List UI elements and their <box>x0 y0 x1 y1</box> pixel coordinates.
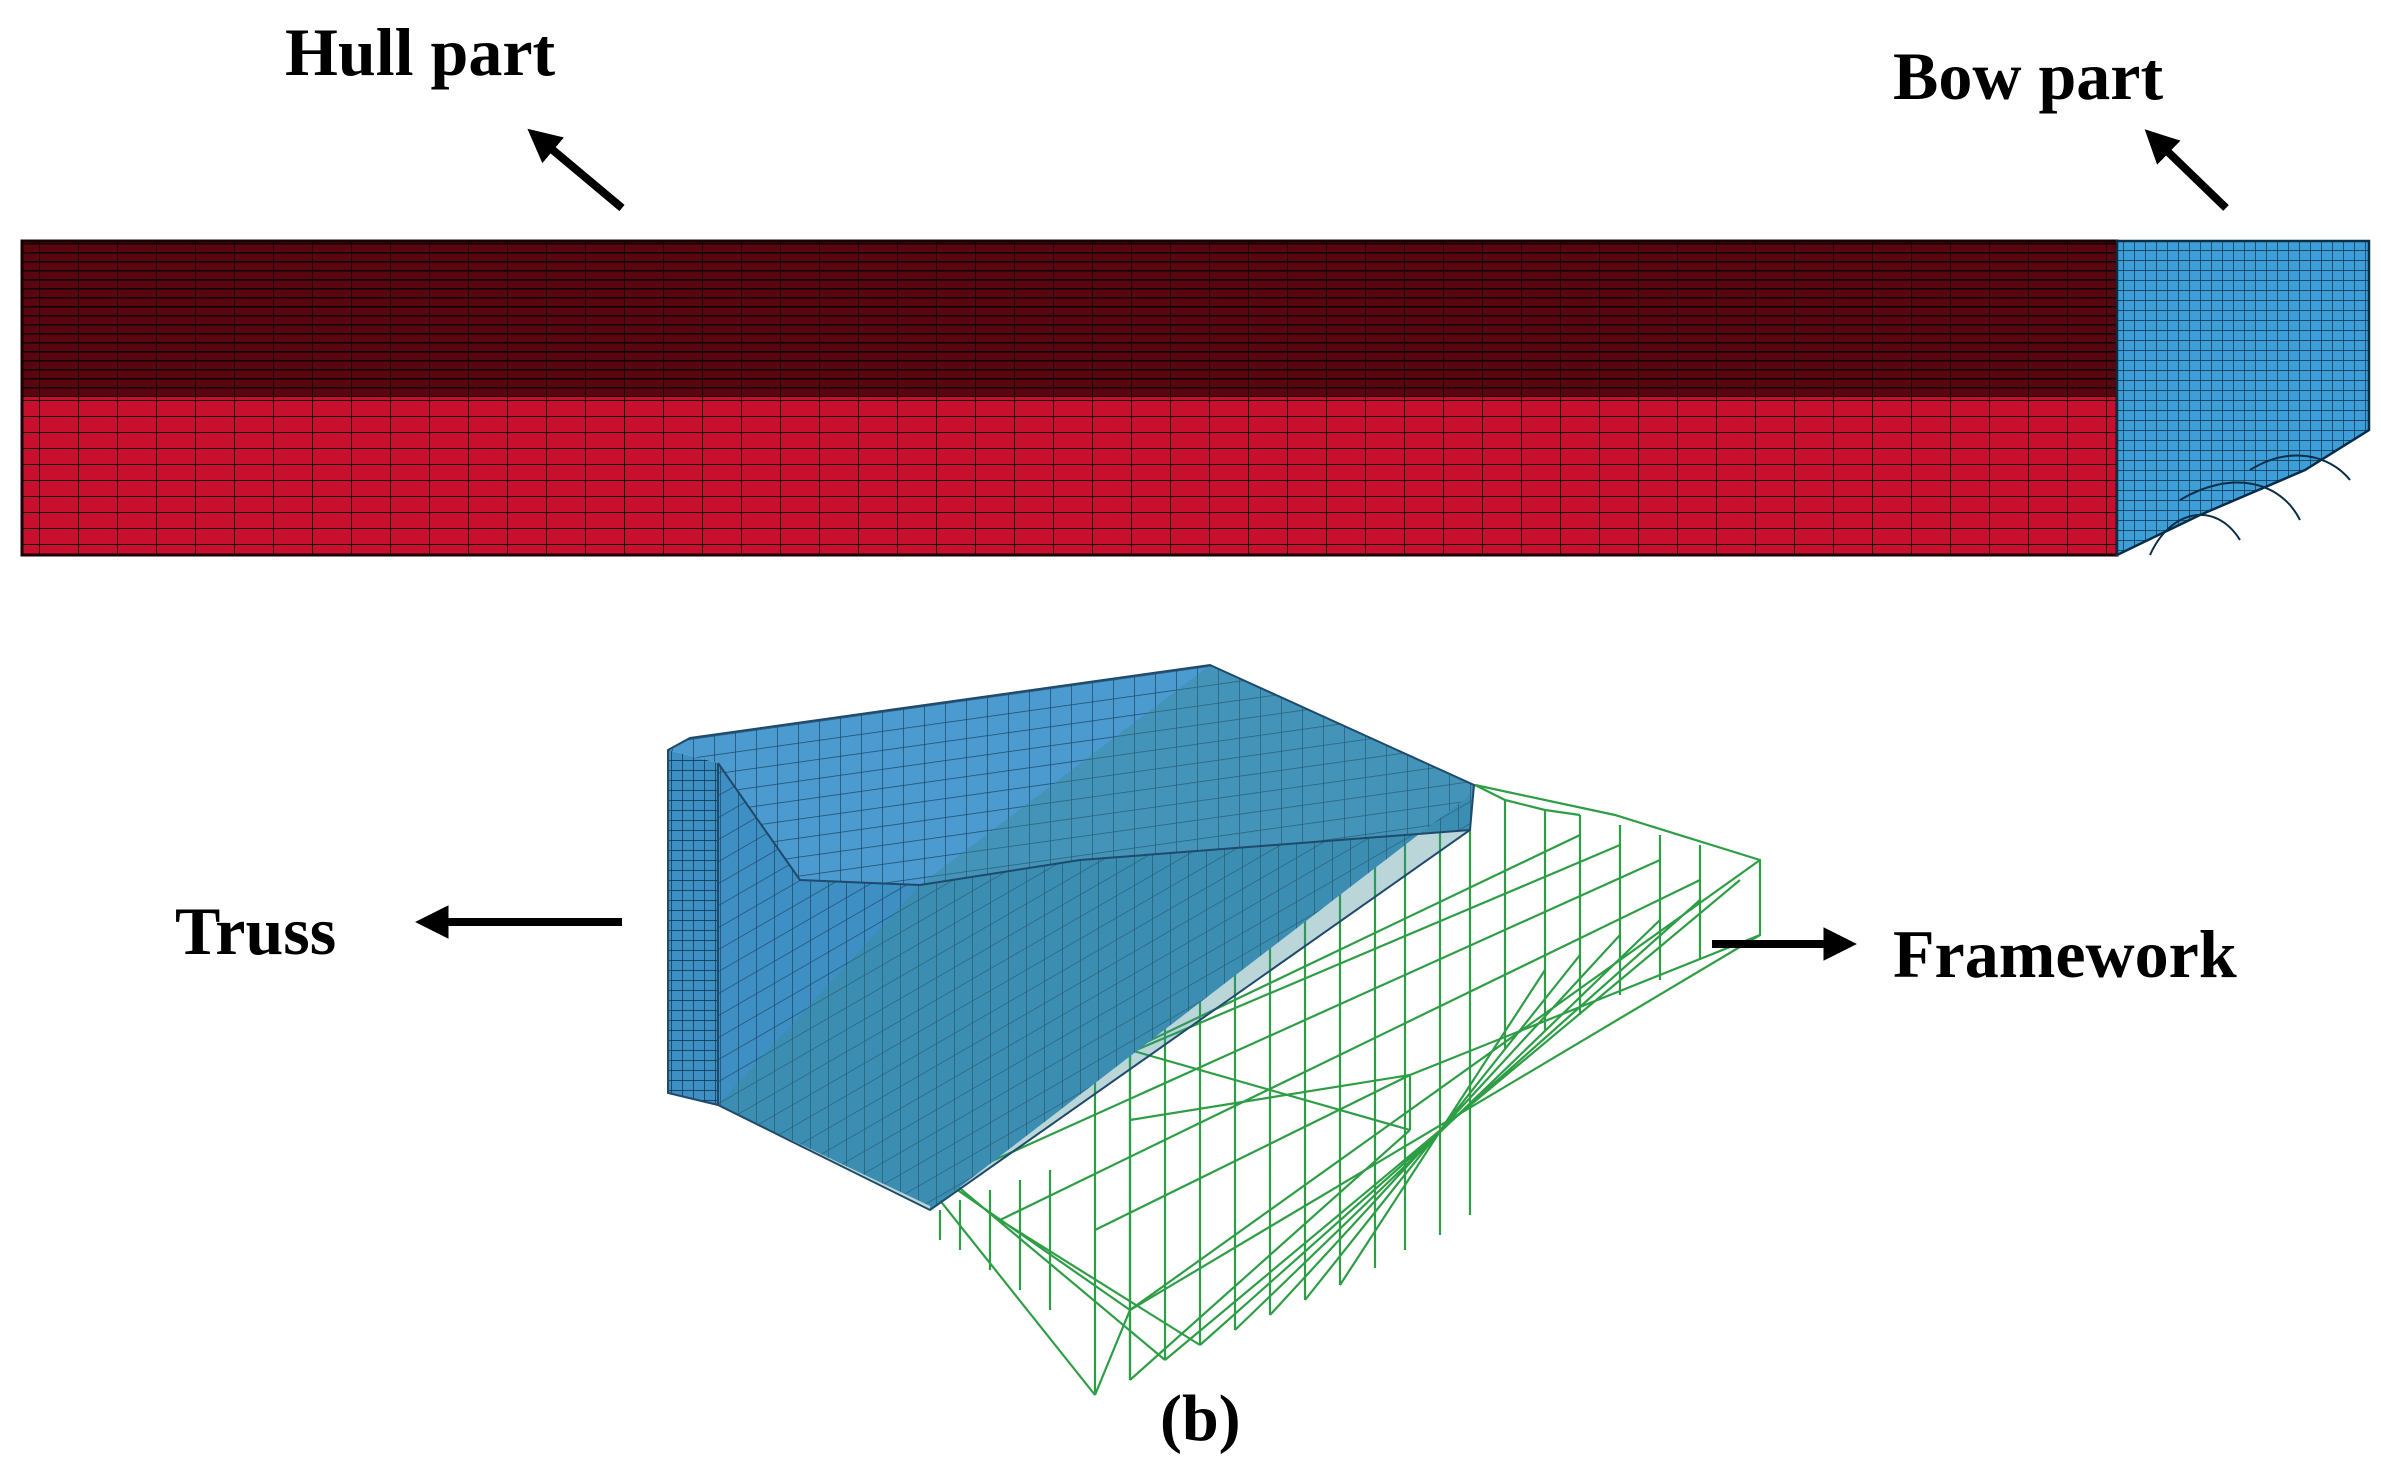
bow-3d-shell <box>667 663 1476 1212</box>
hull-part-label: Hull part <box>285 14 556 90</box>
bow-part-label: Bow part <box>1893 38 2164 114</box>
truss-label: Truss <box>175 893 337 969</box>
arrow-up-left-icon <box>527 128 625 212</box>
framework-label: Framework <box>1893 916 2237 992</box>
figure-caption: (b) <box>1160 1382 1241 1455</box>
arrow-up-left-icon <box>2144 129 2229 211</box>
bow-mesh <box>2115 239 2371 557</box>
framework-wireframe <box>859 783 1762 1396</box>
hull-mesh <box>20 239 2119 557</box>
